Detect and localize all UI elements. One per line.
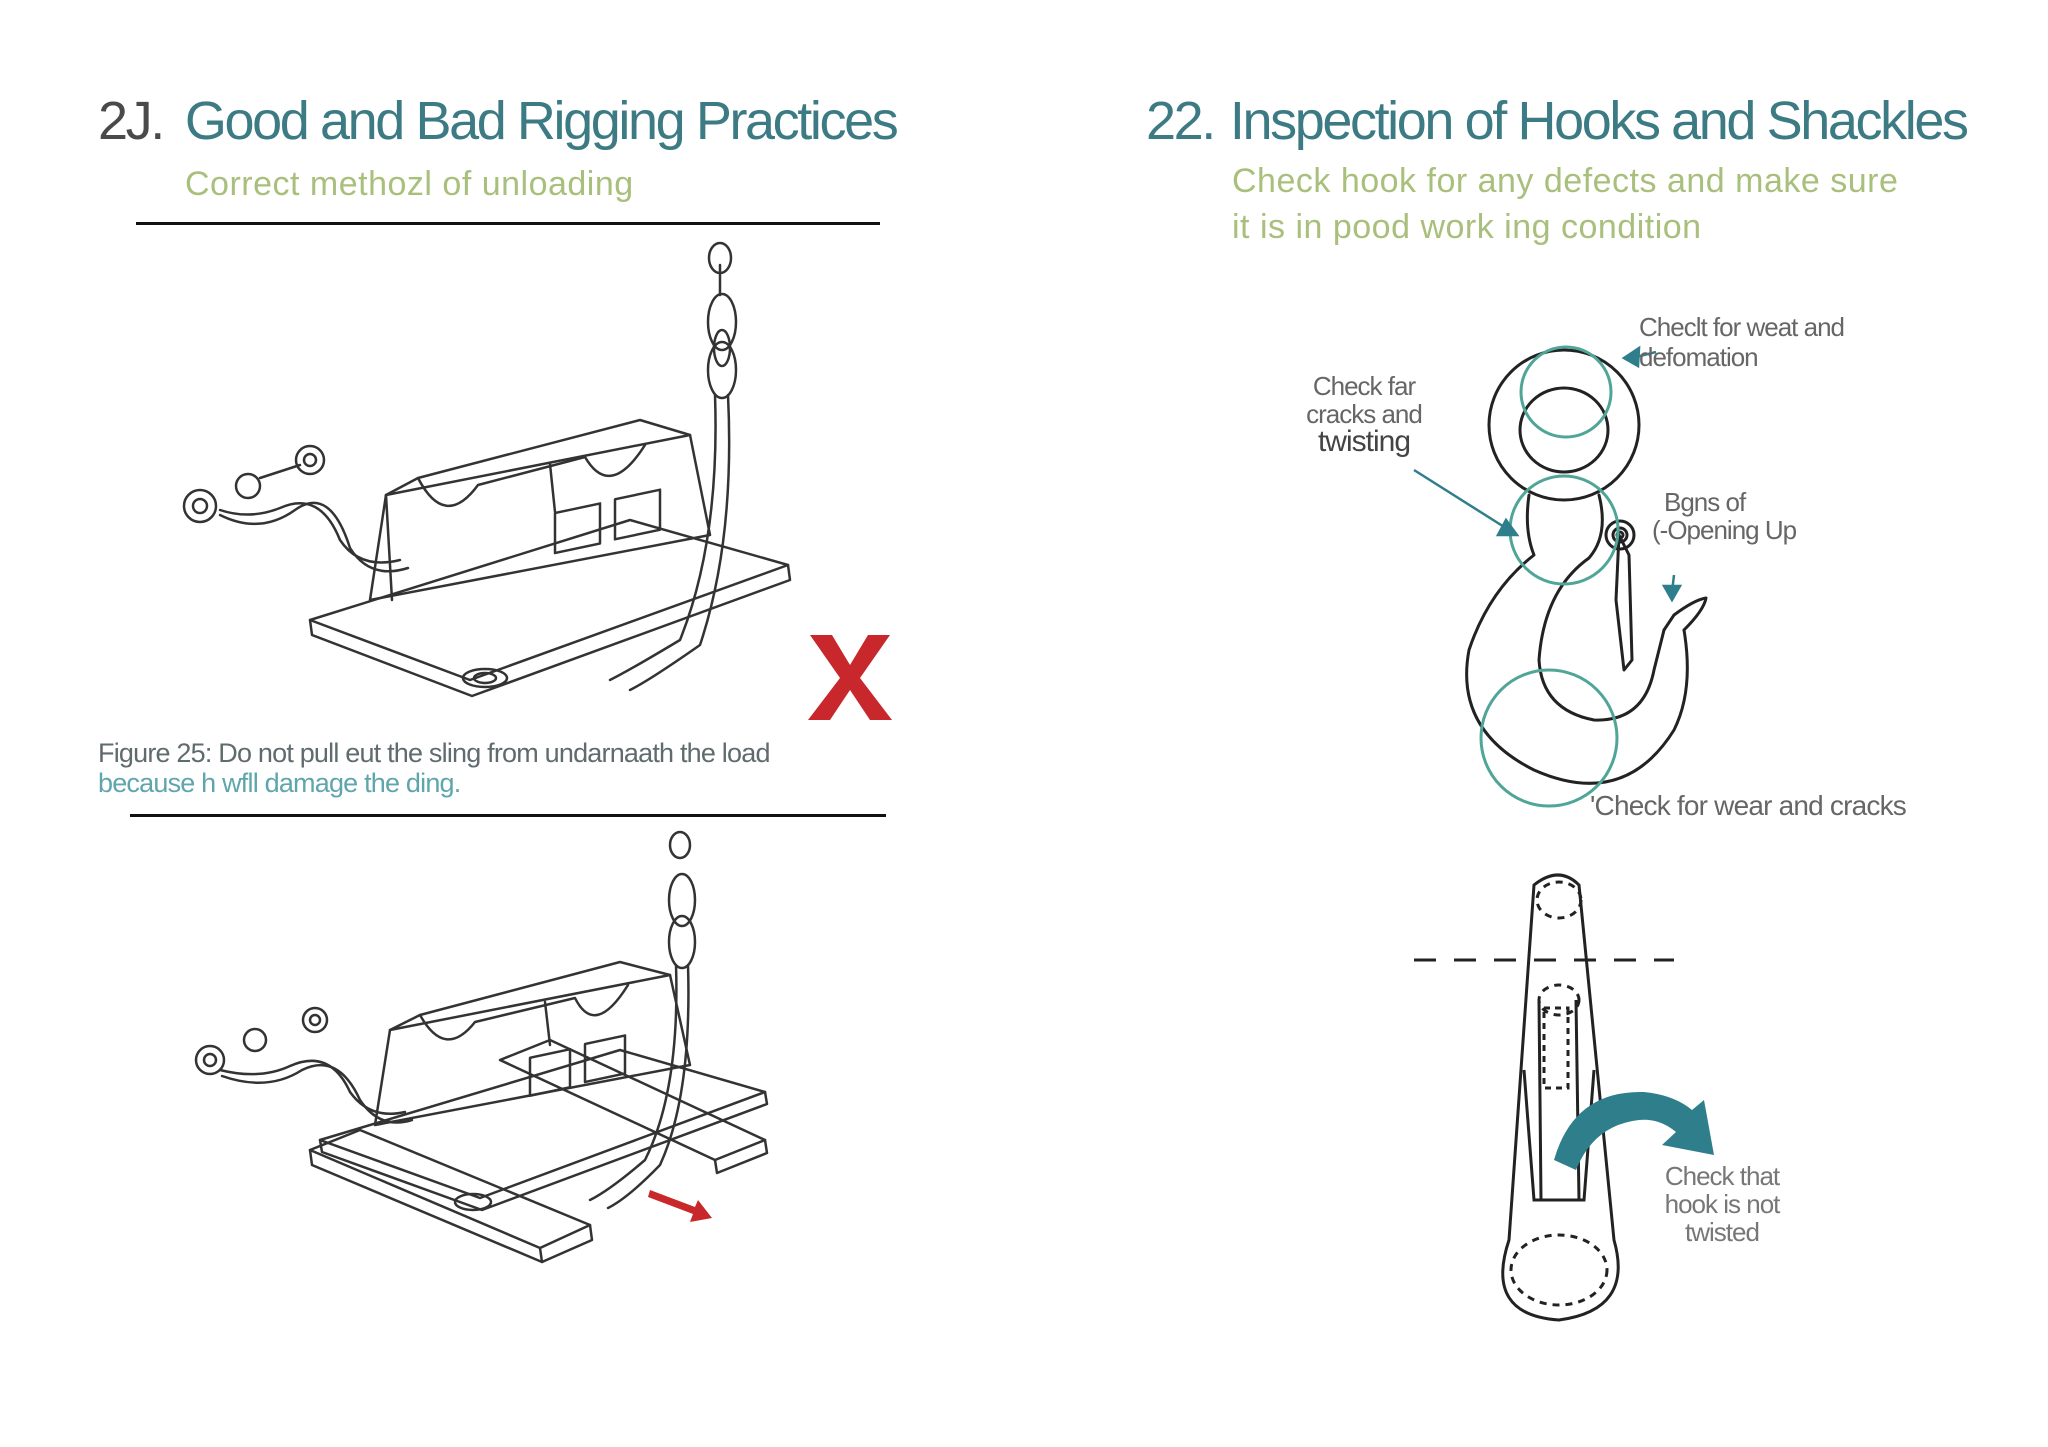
- callout-twist-line-1: Check that: [1664, 1161, 1780, 1191]
- caption-line-1: Figure 25: Do not pull eut the sling fro…: [98, 738, 770, 768]
- section-heading-inspection: 22.Inspection of Hooks and Shackles: [1146, 90, 1969, 152]
- section-title: Good and Bad Rigging Practices: [184, 91, 899, 151]
- divider-top: [136, 222, 880, 225]
- callout-twist-line-3: twisted: [1685, 1217, 1760, 1247]
- divider-middle: [130, 814, 886, 817]
- wrong-mark-x: [808, 635, 892, 720]
- hook-diagram: [1413, 345, 1708, 808]
- callout-cracks-line-2: cracks and: [1306, 399, 1423, 429]
- callout-cracks-line-3: twisting: [1317, 425, 1411, 458]
- timber-block-front: [308, 1128, 592, 1250]
- callout-opening-line-2: (-Opening Up: [1652, 515, 1797, 545]
- crane-chain: [668, 830, 692, 860]
- hook-twist-diagram: [1414, 873, 1714, 1322]
- hook-eye: [1487, 348, 1641, 502]
- figure-25-caption: Figure 25: Do not pull eut the sling fro…: [98, 738, 898, 798]
- section-heading-rigging: 2J. Good and Bad Rigging Practices: [98, 90, 899, 152]
- section-number: 2J.: [98, 91, 165, 151]
- sling-left: [218, 1059, 407, 1116]
- sling-left: [218, 502, 402, 564]
- caption-line-2: because h wfll damage the ding.: [98, 768, 461, 798]
- section-number: 22.: [1146, 91, 1216, 151]
- callout-opening-up: Bgns of (-Opening Up: [1652, 487, 1797, 545]
- callout-opening-line-1: Bgns of: [1664, 487, 1746, 517]
- base-plate: [308, 518, 790, 682]
- callout-cracks-line-1: Check far: [1312, 371, 1416, 401]
- subtitle-correct-method: Correct methozl of unloading: [185, 165, 634, 203]
- subtitle-line-2: it is in pood work ing condition: [1232, 208, 1702, 246]
- pull-direction-arrow: [648, 1190, 712, 1222]
- callout-bottom-wear-cracks: 'Check for wear and cracks: [1590, 790, 1907, 821]
- hook-body: [1465, 493, 1689, 785]
- illustration-incorrect-unloading: [182, 241, 892, 720]
- machine-body: [373, 973, 692, 1127]
- subtitle-line-1: Check hook for any defects and make sure: [1232, 162, 1899, 200]
- inspection-circle-eye: [1519, 345, 1613, 439]
- callout-wear-deformation: Checlt for weat and defomation: [1639, 312, 1845, 372]
- twist-arrow: [1554, 1091, 1714, 1170]
- hook-side-profile: [1501, 873, 1620, 1322]
- arrow-cracks: [1413, 468, 1510, 532]
- hook-latch: [1614, 533, 1634, 672]
- inspection-circle-bowl: [1479, 668, 1619, 808]
- callout-twist-line-2: hook is not: [1664, 1189, 1781, 1219]
- illustration-correct-unloading: [194, 830, 769, 1264]
- callout-wear-line-2: defomation: [1639, 342, 1759, 372]
- callout-wear-line-1: Checlt for weat and: [1639, 312, 1845, 342]
- left-page: 2J. Good and Bad Rigging Practices Correc…: [98, 90, 899, 1264]
- callout-not-twisted: Check that hook is not twisted: [1622, 1162, 1822, 1246]
- callout-cracks-twisting: Check far cracks and twisting: [1274, 371, 1454, 458]
- section-title: Inspection of Hooks and Shackles: [1229, 91, 1969, 151]
- right-page: 22.Inspection of Hooks and Shackles Chec…: [1024, 0, 2048, 1447]
